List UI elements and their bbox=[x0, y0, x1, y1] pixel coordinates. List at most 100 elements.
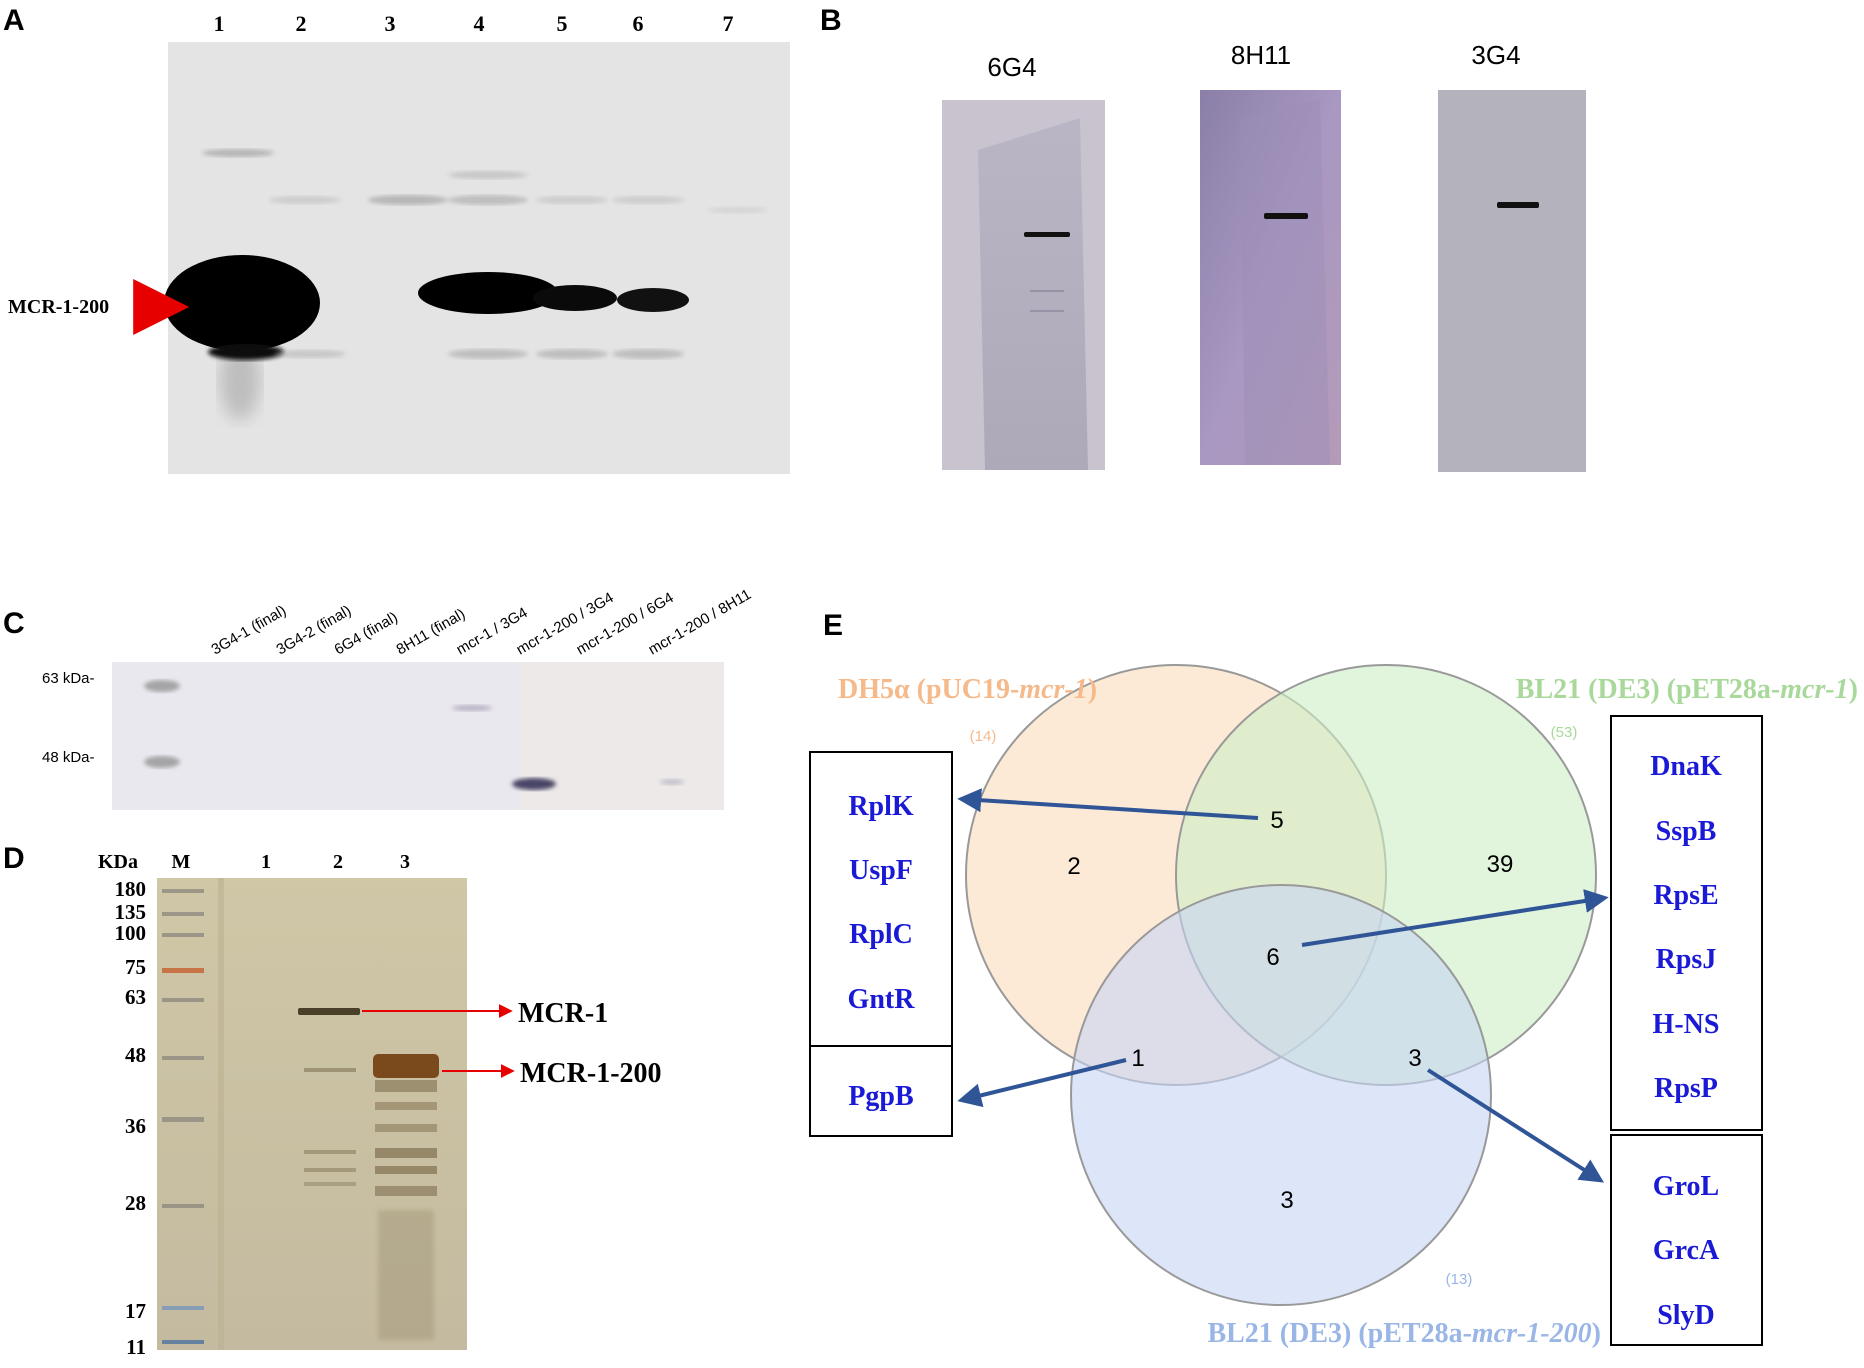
protein-name: RplK bbox=[848, 791, 914, 822]
protein-name: RplC bbox=[849, 919, 913, 950]
lane-label: mcr-1-200 / 3G4 bbox=[514, 589, 617, 658]
protein-name: SlyD bbox=[1657, 1300, 1715, 1331]
region-count-c: 3 bbox=[1280, 1187, 1293, 1214]
blot-a-bands bbox=[164, 149, 768, 420]
band-label-mcr-1-200: MCR-1-200 bbox=[520, 1058, 662, 1089]
blot-c-band bbox=[512, 778, 556, 790]
venn-diagram bbox=[965, 664, 1597, 1306]
venn-set-title-part: BL21 (DE3) (pET28a- bbox=[1516, 674, 1780, 705]
panel-label-b: B bbox=[820, 4, 842, 37]
lane-numbers-a: 1 2 3 4 5 6 7 bbox=[214, 11, 734, 36]
venn-set-title-part: ) bbox=[1592, 1318, 1601, 1349]
unit-label: KDa bbox=[98, 851, 138, 873]
lane-number: 6 bbox=[633, 11, 644, 36]
protein-name: DnaK bbox=[1650, 751, 1722, 782]
strip-label: 3G4 bbox=[1471, 40, 1520, 70]
protein-name: RpsE bbox=[1653, 880, 1718, 911]
protein-box-ab bbox=[809, 751, 953, 1047]
venn-set-title-part: mcr-1 bbox=[1780, 674, 1848, 705]
panel-c: C 3G4-1 (final) 3G4-2 (final) 6G4 (final… bbox=[3, 586, 754, 810]
lane-number: 5 bbox=[557, 11, 568, 36]
lane-number: 2 bbox=[296, 11, 307, 36]
gel-d-bands bbox=[298, 1008, 439, 1340]
protein-box-abc bbox=[1610, 715, 1763, 1131]
marker-label: 48 bbox=[125, 1043, 146, 1067]
region-count-abc: 6 bbox=[1266, 944, 1279, 971]
panel-e: E 2 39 3 5 6 1 3 DH5α (pUC19-mcr-1) BL21… bbox=[809, 609, 1858, 1349]
panel-label-d: D bbox=[3, 842, 25, 875]
arrow-icon bbox=[957, 1058, 1127, 1108]
marker-label-63: 63 kDa- bbox=[42, 670, 95, 687]
protein-name: UspF bbox=[849, 855, 913, 886]
venn-set-b-count: (53) bbox=[1551, 724, 1578, 741]
venn-arrows bbox=[957, 788, 1609, 1183]
protein-name: RpsP bbox=[1654, 1073, 1718, 1104]
marker-label: 180 bbox=[115, 877, 147, 901]
venn-set-title-part: ) bbox=[1849, 674, 1858, 705]
marker-label: 28 bbox=[125, 1191, 146, 1215]
region-count-bc: 3 bbox=[1408, 1045, 1421, 1072]
band-label-mcr-1: MCR-1 bbox=[518, 998, 608, 1029]
arrow-icon bbox=[1426, 1068, 1605, 1183]
ladder-bands bbox=[162, 889, 204, 1344]
panel-label-c: C bbox=[3, 607, 25, 640]
protein-name: H-NS bbox=[1653, 1009, 1720, 1040]
region-count-a: 2 bbox=[1067, 853, 1080, 880]
lane-number: 1 bbox=[214, 11, 225, 36]
strip-8h11 bbox=[1200, 90, 1341, 465]
marker-label: 17 bbox=[125, 1299, 146, 1323]
strip-label: 8H11 bbox=[1231, 40, 1291, 70]
protein-name: GrcA bbox=[1653, 1235, 1720, 1266]
region-count-ac: 1 bbox=[1131, 1045, 1144, 1072]
panel-label-e: E bbox=[823, 609, 843, 642]
venn-set-title-part: DH5α (pUC19- bbox=[838, 674, 1019, 705]
protein-name: GroL bbox=[1653, 1171, 1719, 1202]
region-count-b: 39 bbox=[1487, 851, 1514, 878]
protein-box-bc bbox=[1610, 1134, 1763, 1346]
arrow-label-mcr-1-200-a: MCR-1-200 bbox=[8, 296, 109, 318]
venn-counts: 2 39 3 5 6 1 3 bbox=[1067, 807, 1513, 1214]
protein-name: PgpB bbox=[848, 1081, 913, 1112]
strip-band bbox=[1024, 232, 1070, 237]
lane-label: M bbox=[172, 851, 191, 873]
strip-label: 6G4 bbox=[987, 52, 1036, 82]
arrow-icon bbox=[957, 788, 1259, 820]
strip-band bbox=[1264, 213, 1308, 219]
lane-number: 3 bbox=[385, 11, 396, 36]
region-count-ab: 5 bbox=[1270, 807, 1283, 834]
protein-lists: RplK UspF RplC GntR PgpB DnaK SspB RpsE … bbox=[848, 751, 1722, 1331]
arrow-icon bbox=[1301, 889, 1609, 947]
marker-label: 75 bbox=[125, 955, 146, 979]
lane-number: 7 bbox=[723, 11, 734, 36]
lane-labels-c: 3G4-1 (final) 3G4-2 (final) 6G4 (final) … bbox=[209, 586, 755, 659]
protein-name: SspB bbox=[1656, 816, 1717, 847]
strip-band bbox=[1497, 202, 1539, 208]
strip-3g4 bbox=[1438, 90, 1586, 472]
band-mcr-1-200 bbox=[373, 1054, 439, 1078]
marker-label: 63 bbox=[125, 985, 146, 1009]
marker-label-48: 48 kDa- bbox=[42, 749, 95, 766]
venn-set-a-title: DH5α (pUC19-mcr-1) bbox=[838, 674, 1097, 705]
venn-set-title-part: mcr-1 bbox=[1019, 674, 1087, 705]
protein-box-ac bbox=[809, 1045, 953, 1137]
lane-label: 1 bbox=[261, 851, 271, 873]
panel-label-a: A bbox=[3, 4, 25, 37]
marker-label: 11 bbox=[126, 1335, 146, 1359]
venn-set-c-count: (13) bbox=[1446, 1271, 1473, 1288]
marker-labels-d: 180 135 100 75 63 48 36 28 17 11 bbox=[115, 877, 147, 1359]
panel-b: B 6G4 8H11 3G4 bbox=[820, 4, 1586, 472]
lane-label: 3 bbox=[400, 851, 410, 873]
venn-set-title-part: mcr-1-200 bbox=[1472, 1318, 1592, 1349]
blot-a-membrane bbox=[168, 42, 790, 474]
venn-set-b-title: BL21 (DE3) (pET28a-mcr-1) bbox=[1516, 674, 1858, 705]
marker-label: 135 bbox=[115, 900, 147, 924]
lane-number: 4 bbox=[474, 11, 485, 36]
band-mcr-1 bbox=[298, 1008, 360, 1015]
lane-label: 2 bbox=[333, 851, 343, 873]
venn-set-title-part: ) bbox=[1088, 674, 1097, 705]
marker-label: 36 bbox=[125, 1114, 146, 1138]
protein-name: GntR bbox=[848, 984, 916, 1015]
venn-set-c-title: BL21 (DE3) (pET28a-mcr-1-200) bbox=[1207, 1318, 1601, 1349]
venn-set-a-count: (14) bbox=[970, 728, 997, 745]
